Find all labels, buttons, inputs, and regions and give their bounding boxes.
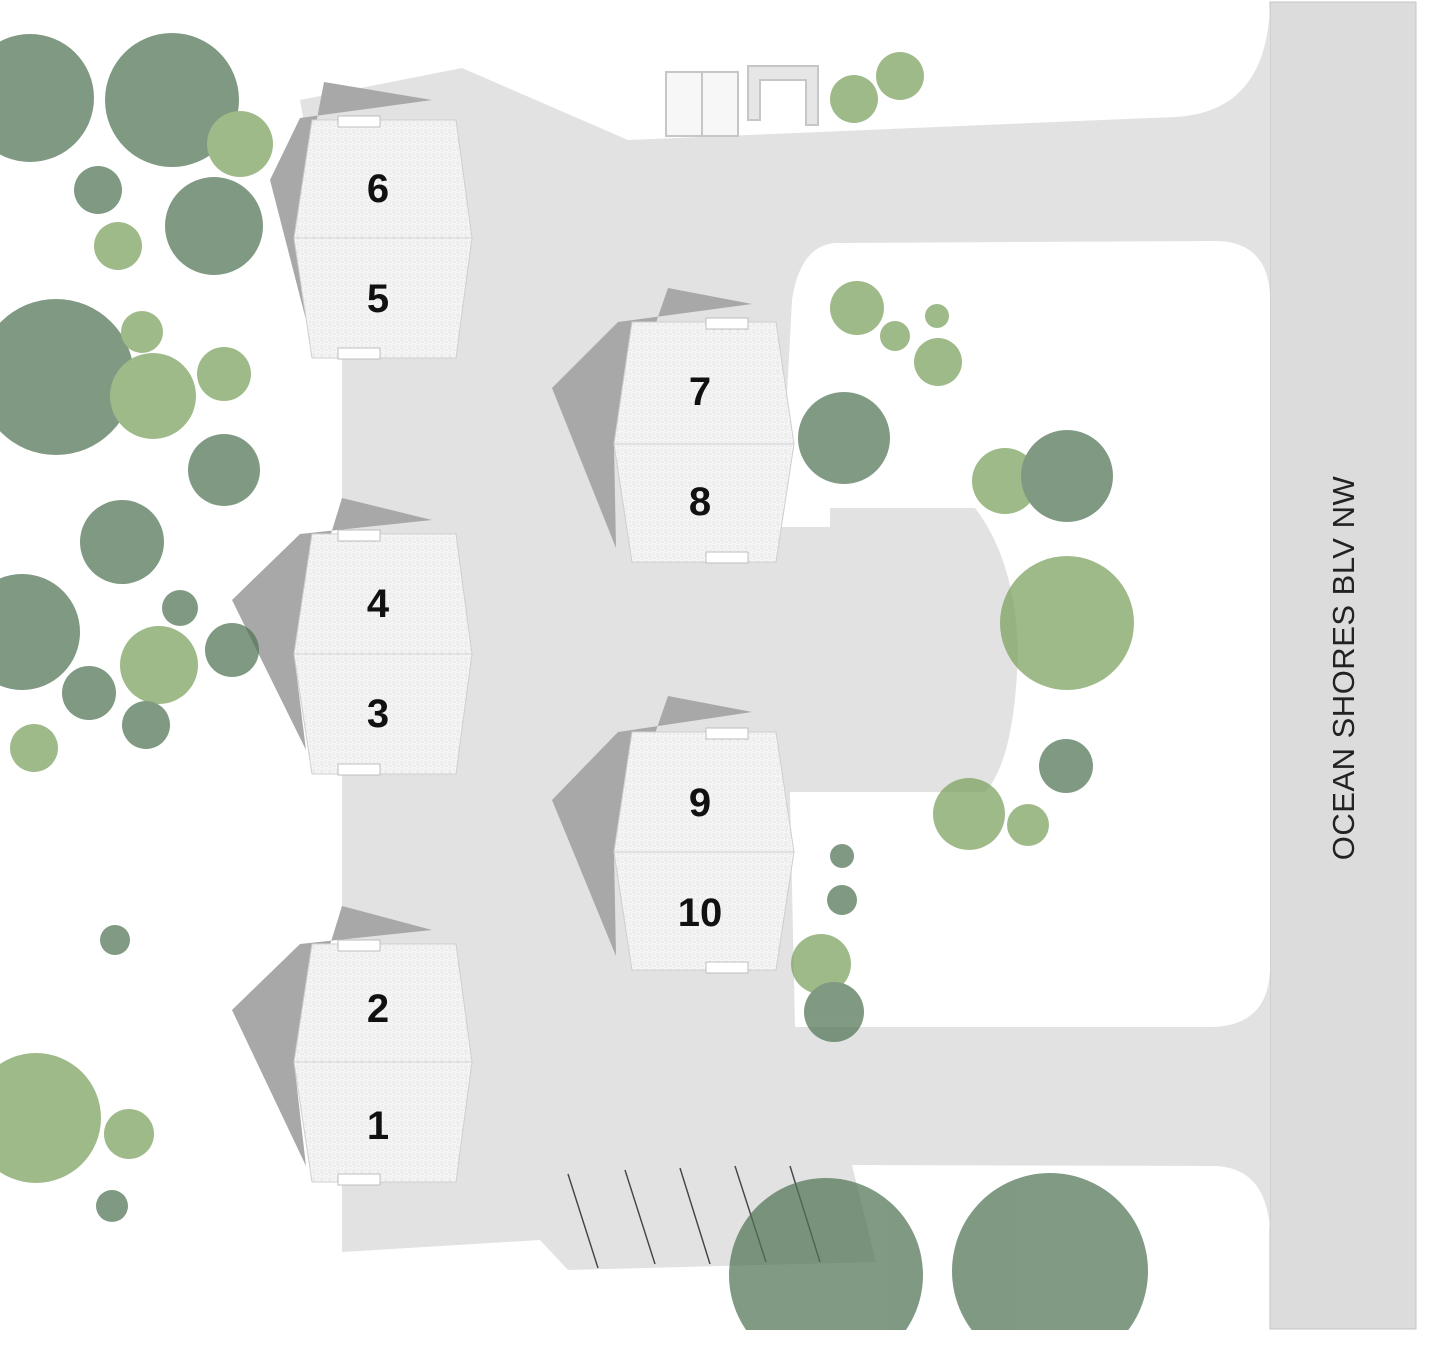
building-b bbox=[293, 529, 473, 776]
unit-block-5[interactable] bbox=[293, 237, 473, 359]
garage-structures bbox=[665, 65, 819, 137]
bottom-margin bbox=[0, 1330, 1440, 1351]
unit-label-2: 2 bbox=[367, 987, 389, 1031]
unit-block-1[interactable] bbox=[293, 1061, 473, 1183]
unit-label-9: 9 bbox=[689, 781, 711, 825]
street-ocean-shores bbox=[1269, 1, 1417, 1330]
unit-label-6: 6 bbox=[367, 167, 389, 211]
building-a bbox=[293, 115, 473, 360]
west-lawn bbox=[0, 340, 342, 1350]
building-c bbox=[293, 939, 473, 1186]
unit-block-3[interactable] bbox=[293, 653, 473, 775]
building-e bbox=[613, 727, 795, 974]
unit-labels: 6 5 4 3 2 1 7 8 9 10 bbox=[367, 167, 722, 1148]
street-name-label: OCEAN SHORES BLV NW bbox=[1326, 476, 1361, 861]
unit-label-8: 8 bbox=[689, 480, 711, 524]
unit-label-5: 5 bbox=[367, 277, 389, 321]
unit-label-4: 4 bbox=[367, 582, 390, 626]
unit-label-1: 1 bbox=[367, 1104, 389, 1148]
unit-block-10[interactable] bbox=[613, 851, 795, 971]
building-d bbox=[613, 317, 795, 564]
trees bbox=[0, 33, 1148, 1351]
unit-label-3: 3 bbox=[367, 692, 389, 736]
unit-label-7: 7 bbox=[689, 370, 711, 414]
unit-block-8[interactable] bbox=[613, 443, 795, 563]
unit-label-10: 10 bbox=[678, 891, 723, 935]
